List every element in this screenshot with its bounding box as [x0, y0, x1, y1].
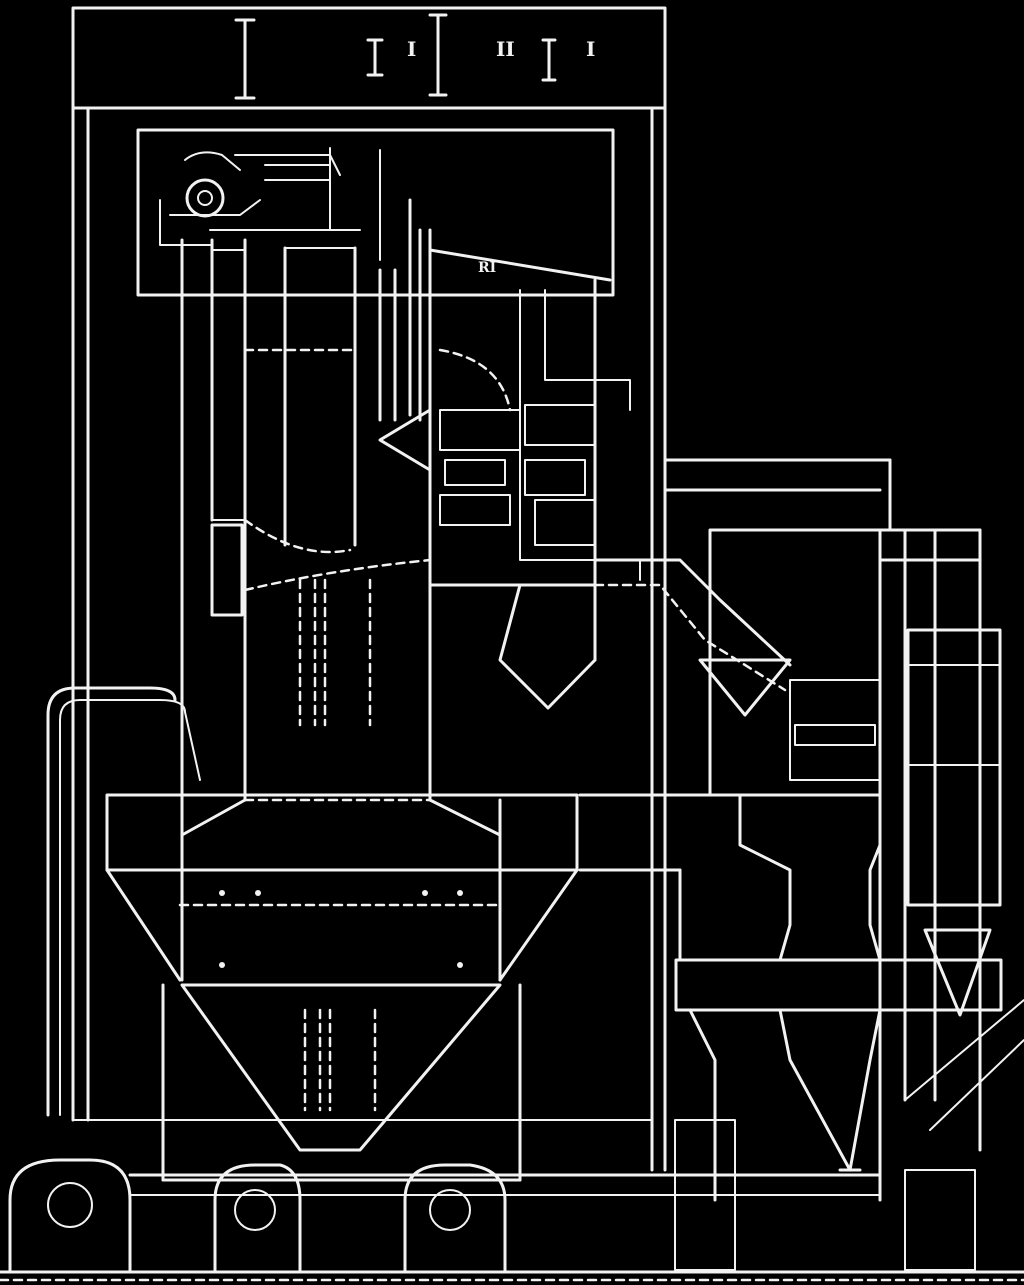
coal-mills [8, 1119, 976, 1272]
building-frame [71, 6, 667, 1172]
furnace-bottom [105, 793, 579, 1182]
downcomer-pipe [46, 686, 201, 1117]
roof-marker-2: II [496, 37, 515, 61]
furnace-shaft [180, 198, 432, 802]
roof-marker-3: I [586, 37, 595, 61]
precipitator [878, 528, 1024, 1202]
ground-line [0, 1270, 1024, 1282]
drum-gallery [136, 128, 615, 297]
roof-marker-1: I [407, 37, 416, 61]
convection-pass [428, 248, 641, 710]
air-heater [578, 793, 1003, 1202]
roof-trusses [234, 13, 557, 100]
flue-duct [593, 458, 892, 797]
header-label: RI [478, 260, 496, 276]
